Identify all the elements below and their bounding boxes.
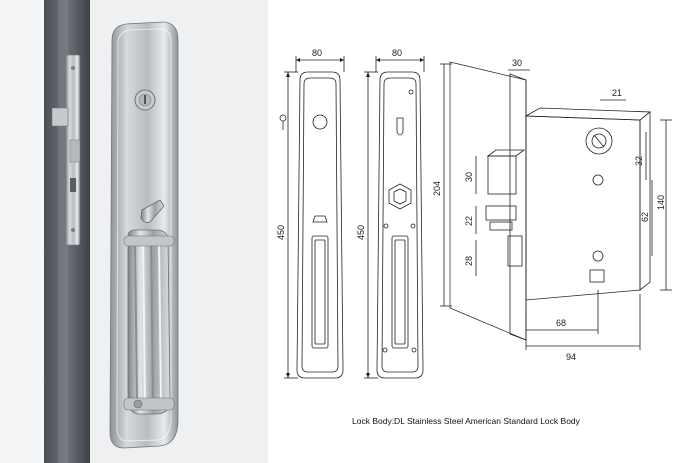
lock-dim-28-label: 28 [464, 256, 474, 266]
thumb-latch[interactable] [140, 199, 165, 223]
grip-handle[interactable] [123, 229, 175, 415]
back-plate-drawing [364, 56, 425, 379]
lock-dim-68-label: 68 [556, 318, 566, 328]
back-plate-width-label: 80 [392, 48, 402, 58]
back-plate-height-label: 450 [356, 225, 366, 240]
product-photo [0, 0, 268, 463]
escutcheon-bevel [116, 28, 172, 442]
faceplate-screw-top [71, 66, 75, 70]
lock-faceplate-width-label: 30 [512, 58, 522, 68]
lock-body-height-label: 204 [432, 181, 442, 196]
front-plate-height-label: 450 [276, 225, 286, 240]
handle-screw [133, 399, 143, 409]
faceplate-screw-bottom [71, 228, 75, 232]
lock-dim-30-label: 30 [464, 172, 474, 182]
lock-case-height-label: 140 [656, 195, 666, 210]
lock-dim-62-label: 62 [640, 212, 650, 222]
caption: Lock Body:DL Stainless Steel American St… [352, 416, 580, 426]
door-edge-highlight [58, 0, 68, 463]
front-plate-drawing [279, 56, 345, 379]
lock-dim-22-label: 22 [464, 216, 474, 226]
front-plate-width-label: 80 [312, 48, 322, 58]
deadbolt [69, 139, 81, 163]
lock-body-drawing [440, 61, 672, 350]
lock-backset-label: 21 [612, 88, 622, 98]
spindle-hole [70, 178, 76, 192]
latch-bolt [51, 107, 69, 127]
keyway-icon [144, 95, 146, 104]
lock-dim-94-label: 94 [566, 352, 576, 362]
lock-dim-32-label: 32 [634, 156, 644, 166]
